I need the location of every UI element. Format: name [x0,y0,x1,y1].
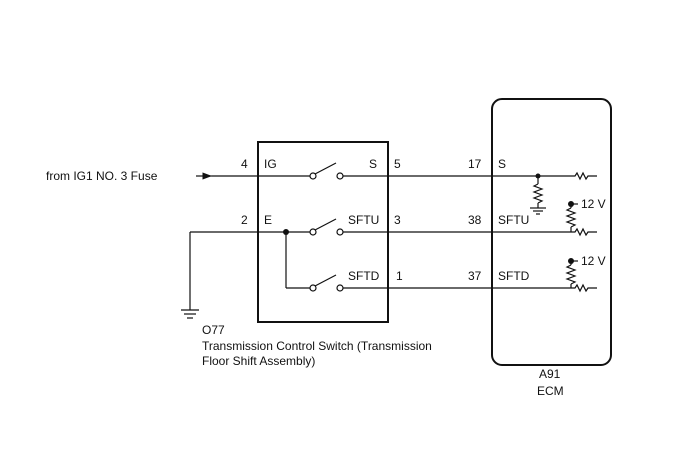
ecm-pin-37: 37 [468,269,482,283]
switch-name-line1: Transmission Control Switch (Transmissio… [202,339,432,353]
ecm-sftu-circuit [492,201,597,237]
pin-3: 3 [394,213,401,227]
pin-5: 5 [394,157,401,171]
ecm-sftd-circuit [492,258,597,293]
switch-ig-s [258,162,492,180]
ecm-pin-38: 38 [468,213,482,227]
ecm-connector: A91 [539,367,561,381]
ecm-pin-17: 17 [468,157,482,171]
pin-sftd-label: SFTD [348,269,380,283]
ecm-name: ECM [537,384,564,398]
ecm-voltage-2: 12 V [581,254,606,268]
switch-sftu [309,218,492,236]
source-label: from IG1 NO. 3 Fuse [46,169,158,183]
switch-connector: O77 [202,323,225,337]
pin-e-label: E [264,213,272,227]
switch-name-line2: Floor Shift Assembly) [202,354,315,368]
ecm-pin-s-label: S [498,157,506,171]
pin-1: 1 [396,269,403,283]
ecm-voltage-1: 12 V [581,197,606,211]
pin-s-label: S [369,157,377,171]
pin-sftu-label: SFTU [348,213,379,227]
ecm-s-circuit [492,171,597,215]
ground-icon [181,232,199,319]
switch-sftd [309,274,492,292]
pin-4: 4 [241,157,248,171]
pin-ig-label: IG [264,157,277,171]
ecm-pin-sftu-label: SFTU [498,213,529,227]
pin-2: 2 [241,213,248,227]
switch-e-common [190,229,310,289]
ecm-pin-sftd-label: SFTD [498,269,530,283]
